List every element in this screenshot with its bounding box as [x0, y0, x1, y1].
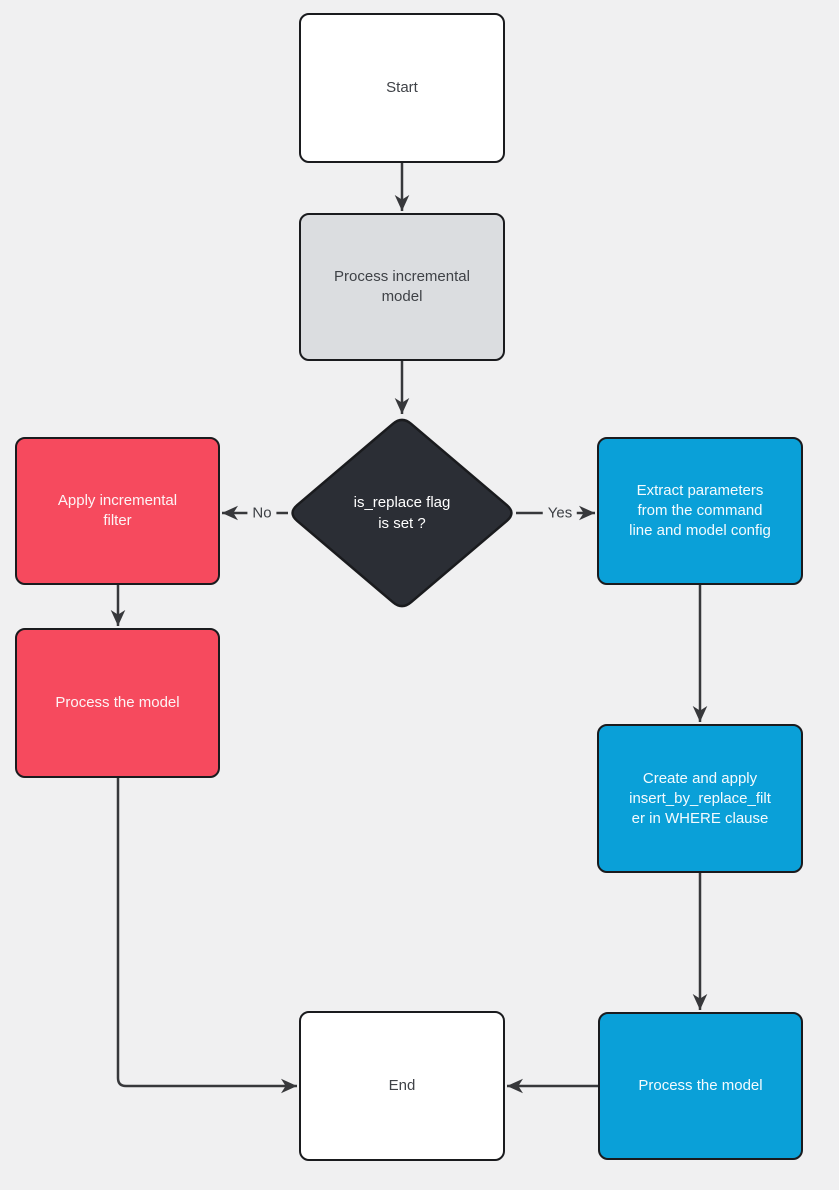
node-create-apply-filter-label: Create and apply insert_by_replace_filt …: [629, 769, 771, 827]
node-process-the-model-right-label: Process the model: [638, 1077, 763, 1094]
node-process-incremental-model-label: Process incremental model: [334, 268, 470, 305]
decision-diamond-shape: [291, 418, 513, 608]
node-start: Start: [299, 13, 505, 163]
connector-process-model-left-to-end: [116, 778, 297, 1094]
node-decision-label: is_replace flag is set ?: [353, 494, 451, 532]
node-extract-parameters-label: Extract parameters from the command line…: [629, 482, 771, 539]
node-process-the-model-left-label: Process the model: [55, 694, 180, 711]
node-extract-parameters: Extract parameters from the command line…: [597, 437, 803, 585]
node-process-the-model-right: Process the model: [598, 1012, 803, 1160]
node-end-label: End: [388, 1077, 416, 1094]
node-process-incremental-model: Process incremental model: [299, 213, 505, 361]
node-end: End: [299, 1011, 505, 1161]
node-apply-incremental-filter-label: Apply incremental filter: [57, 492, 178, 529]
node-process-the-model-left: Process the model: [15, 628, 220, 778]
edge-label-no: No: [247, 503, 277, 523]
node-start-label: Start: [386, 79, 418, 96]
node-apply-incremental-filter: Apply incremental filter: [15, 437, 220, 585]
node-create-apply-filter: Create and apply insert_by_replace_filt …: [597, 724, 803, 873]
node-decision: is_replace flag is set ?: [288, 416, 516, 610]
edge-label-yes: Yes: [542, 503, 578, 523]
